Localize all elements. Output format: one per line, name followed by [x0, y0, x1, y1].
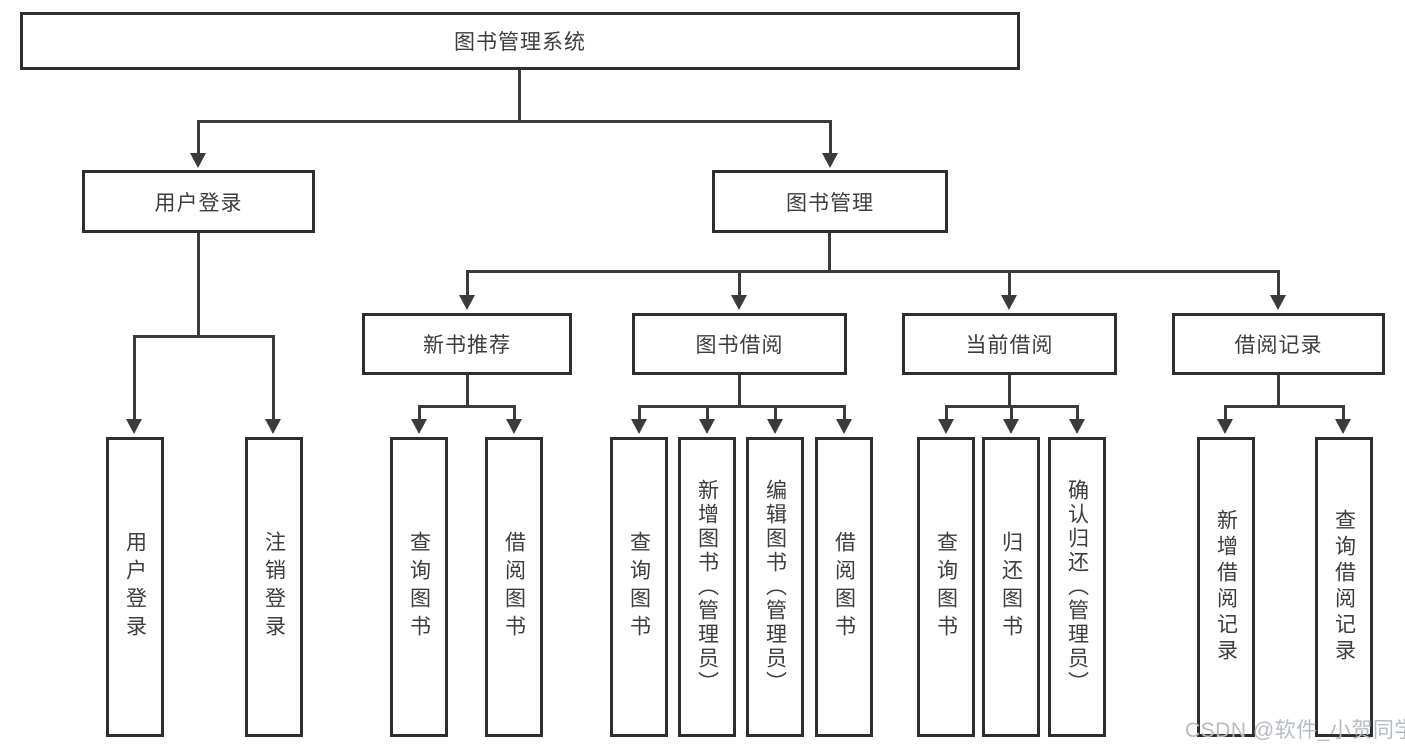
connector-g1-c2 — [774, 405, 777, 420]
node-user-login: 用户登录 — [82, 170, 315, 233]
node-current-borrowing-label: 当前借阅 — [965, 334, 1054, 357]
leaf-query-books-3-label: 查询图书 — [934, 531, 958, 643]
leaf-logout: 注销登录 — [245, 437, 303, 737]
leaf-borrow-books-2-label: 借阅图书 — [832, 531, 856, 643]
connector-g2-c0 — [945, 405, 948, 420]
node-book-mgmt: 图书管理 — [712, 170, 948, 233]
leaf-edit-books-admin-label: 编辑图书（管理员） — [763, 479, 787, 695]
connector-to-book-mgmt — [829, 120, 832, 154]
connector-g3-c1 — [1342, 405, 1345, 420]
leaf-confirm-return-admin: 确认归还（管理员） — [1048, 437, 1106, 737]
connector-g1-rail — [638, 405, 846, 408]
leaf-edit-books-admin: 编辑图书（管理员） — [746, 437, 804, 737]
node-book-borrowing: 图书借阅 — [632, 313, 847, 375]
leaf-borrow-books-2: 借阅图书 — [815, 437, 873, 737]
connector-to-login-leaf — [133, 335, 136, 420]
leaf-query-books-2-label: 查询图书 — [627, 531, 651, 643]
connector-mgmt-stem — [828, 233, 831, 270]
connector-g3-rail — [1224, 405, 1345, 408]
arrow-down-icon — [459, 295, 475, 310]
node-book-borrowing-label: 图书借阅 — [695, 334, 784, 357]
arrow-down-icon — [411, 419, 427, 434]
leaf-return-books-label: 归还图书 — [999, 531, 1023, 643]
connector-g1-c3 — [843, 405, 846, 420]
leaf-query-borrow-record: 查询借阅记录 — [1315, 437, 1373, 737]
connector-login-rail — [133, 335, 275, 338]
leaf-confirm-return-admin-label: 确认归还（管理员） — [1065, 479, 1089, 695]
connector-g2-c1 — [1010, 405, 1013, 420]
node-new-book-recommend: 新书推荐 — [362, 313, 572, 375]
arrow-down-icon — [1335, 419, 1351, 434]
connector-g2-stem — [1008, 375, 1011, 407]
connector-root-stem — [518, 70, 521, 120]
arrow-down-icon — [631, 419, 647, 434]
arrow-down-icon — [767, 419, 783, 434]
leaf-return-books: 归还图书 — [982, 437, 1040, 737]
node-current-borrowing: 当前借阅 — [902, 313, 1117, 375]
leaf-query-books-2: 查询图书 — [610, 437, 668, 737]
leaf-add-books-admin-label: 新增图书（管理员） — [695, 479, 719, 695]
connector-to-current — [1008, 270, 1011, 296]
connector-to-new-books — [466, 270, 469, 296]
node-root-label: 图书管理系统 — [454, 31, 586, 54]
connector-g0-rail — [418, 405, 516, 408]
arrow-down-icon — [1003, 419, 1019, 434]
connector-g0-c1 — [513, 405, 516, 420]
arrow-down-icon — [1270, 295, 1286, 310]
connector-g1-stem — [738, 375, 741, 407]
arrow-down-icon — [822, 153, 838, 168]
connector-to-borrowing — [738, 270, 741, 296]
leaf-query-borrow-record-label: 查询借阅记录 — [1332, 509, 1356, 665]
arrow-down-icon — [190, 153, 206, 168]
leaf-add-borrow-record: 新增借阅记录 — [1197, 437, 1255, 737]
arrow-down-icon — [1069, 419, 1085, 434]
leaf-user-login: 用户登录 — [106, 437, 164, 737]
arrow-down-icon — [1217, 419, 1233, 434]
connector-to-user-login — [197, 120, 200, 154]
node-new-book-recommend-label: 新书推荐 — [423, 334, 511, 357]
node-user-login-label: 用户登录 — [154, 191, 243, 215]
node-borrow-records: 借阅记录 — [1172, 313, 1385, 375]
connector-g0-stem — [466, 375, 469, 407]
node-root-system: 图书管理系统 — [20, 12, 1020, 70]
arrow-down-icon — [1001, 295, 1017, 310]
connector-to-records — [1277, 270, 1280, 296]
leaf-borrow-books-1: 借阅图书 — [485, 437, 543, 737]
connector-g0-c0 — [418, 405, 421, 420]
connector-g2-c2 — [1076, 405, 1079, 420]
connector-g1-c1 — [706, 405, 709, 420]
leaf-query-books-1-label: 查询图书 — [407, 531, 431, 643]
connector-g3-stem — [1277, 375, 1280, 407]
connector-to-logout-leaf — [272, 335, 275, 420]
node-book-mgmt-label: 图书管理 — [786, 191, 874, 215]
leaf-query-books-3: 查询图书 — [917, 437, 975, 737]
arrow-down-icon — [699, 419, 715, 434]
leaf-borrow-books-1-label: 借阅图书 — [502, 531, 526, 643]
connector-login-stem — [197, 233, 200, 335]
node-borrow-records-label: 借阅记录 — [1234, 334, 1323, 357]
connector-mgmt-rail — [466, 270, 1280, 273]
arrow-down-icon — [265, 419, 281, 434]
arrow-down-icon — [836, 419, 852, 434]
arrow-down-icon — [506, 419, 522, 434]
leaf-logout-label: 注销登录 — [262, 531, 286, 643]
leaf-user-login-label: 用户登录 — [123, 531, 147, 643]
csdn-watermark: CSDN @软件_小贺同学 — [1185, 719, 1405, 742]
leaf-add-books-admin: 新增图书（管理员） — [678, 437, 736, 737]
connector-root-rail — [197, 120, 832, 123]
arrow-down-icon — [126, 419, 142, 434]
leaf-add-borrow-record-label: 新增借阅记录 — [1214, 509, 1238, 665]
arrow-down-icon — [731, 295, 747, 310]
leaf-query-books-1: 查询图书 — [390, 437, 448, 737]
connector-g3-c0 — [1224, 405, 1227, 420]
connector-g1-c0 — [638, 405, 641, 420]
arrow-down-icon — [938, 419, 954, 434]
